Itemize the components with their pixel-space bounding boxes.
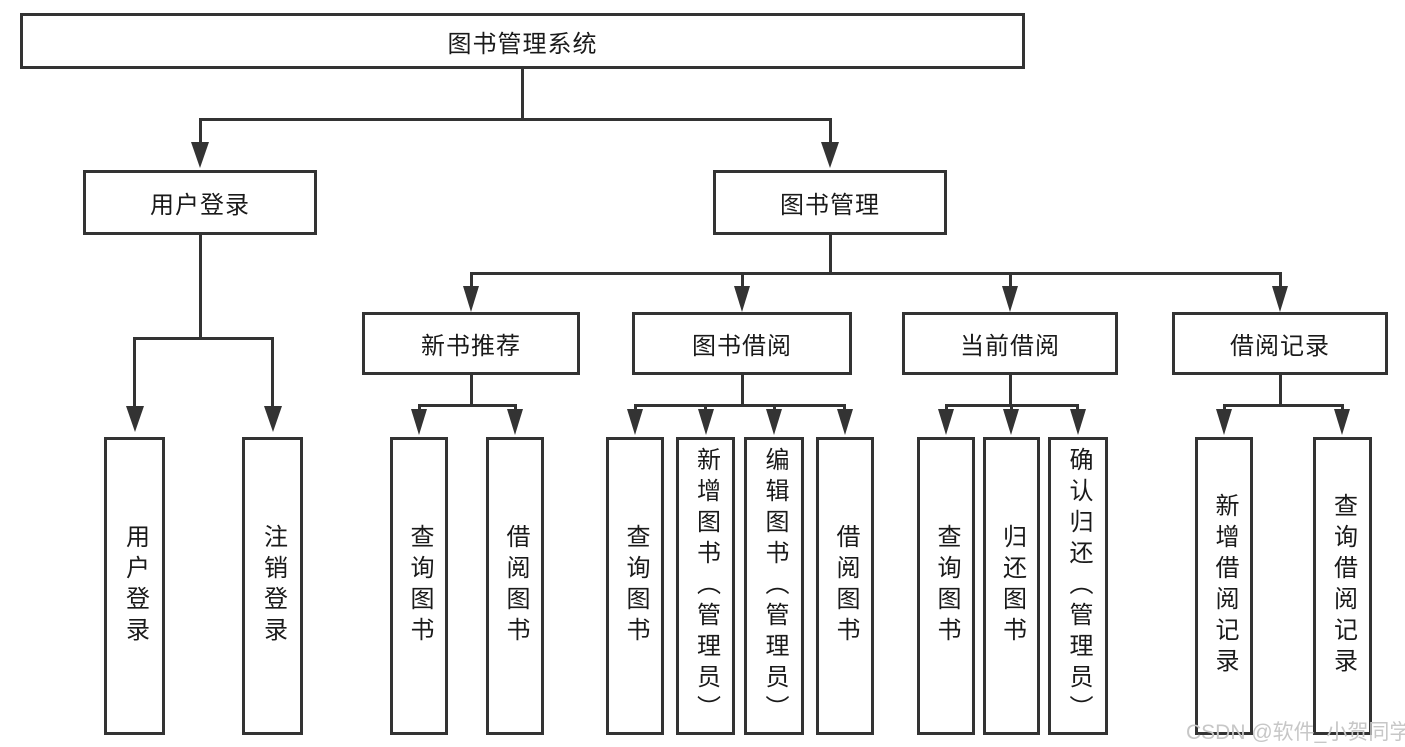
arrowhead-down-icon: [463, 286, 479, 312]
node-label: 注销登录: [259, 524, 287, 648]
arrowhead-down-icon: [1002, 286, 1018, 312]
arrowhead-down-icon: [734, 286, 750, 312]
connector-line: [773, 404, 776, 412]
connector-line: [470, 375, 473, 405]
node-label: 新增图书（管理员）: [692, 446, 720, 726]
node-label: 当前借阅: [960, 333, 1060, 360]
connector-line: [199, 118, 202, 144]
node-label: 确认归还（管理员）: [1065, 446, 1092, 726]
node-label: 借阅图书: [502, 524, 529, 648]
node-book-borrowing: 图书借阅: [632, 312, 852, 375]
node-library-management-system: 图书管理系统: [20, 13, 1025, 69]
arrowhead-down-icon: [938, 409, 954, 435]
node-query-books-borrow: 查询图书: [606, 437, 664, 735]
node-label: 图书管理: [780, 192, 880, 219]
connector-line: [1341, 404, 1344, 412]
connector-line: [945, 404, 948, 412]
arrowhead-down-icon: [1272, 286, 1288, 312]
node-label: 用户登录: [150, 192, 250, 219]
connector-line: [418, 404, 421, 412]
connector-line: [133, 337, 274, 340]
node-label: 查询图书: [622, 524, 649, 648]
node-borrowing-records: 借阅记录: [1172, 312, 1388, 375]
arrowhead-down-icon: [837, 409, 853, 435]
connector-line: [704, 404, 707, 412]
node-label: 查询图书: [933, 524, 960, 648]
node-label: 查询借阅记录: [1329, 493, 1357, 679]
connector-line: [1279, 272, 1282, 288]
node-book-management: 图书管理: [713, 170, 947, 235]
node-logout: 注销登录: [242, 437, 303, 735]
arrowhead-down-icon: [411, 409, 427, 435]
connector-line: [843, 404, 846, 412]
arrowhead-down-icon: [126, 406, 144, 432]
arrowhead-down-icon: [821, 142, 839, 168]
connector-line: [1009, 272, 1012, 288]
node-label: 新书推荐: [421, 333, 521, 360]
arrowhead-down-icon: [1070, 409, 1086, 435]
arrowhead-down-icon: [627, 409, 643, 435]
connector-line: [199, 118, 831, 121]
csdn-watermark: CSDN @软件_小贺同学: [1186, 721, 1405, 744]
node-user-login: 用户登录: [83, 170, 317, 235]
connector-line: [133, 337, 136, 408]
arrowhead-down-icon: [698, 409, 714, 435]
node-label: 图书借阅: [692, 333, 792, 360]
node-edit-books-admin: 编辑图书（管理员）: [744, 437, 804, 735]
connector-line: [741, 375, 744, 405]
connector-line: [199, 235, 202, 337]
node-label: 归还图书: [998, 524, 1026, 648]
connector-line: [1223, 404, 1344, 407]
arrowhead-down-icon: [264, 406, 282, 432]
connector-line: [521, 69, 524, 118]
node-query-borrow-record: 查询借阅记录: [1313, 437, 1372, 735]
node-current-borrowing: 当前借阅: [902, 312, 1118, 375]
connector-line: [514, 404, 517, 412]
arrowhead-down-icon: [1003, 409, 1019, 435]
node-add-borrow-record: 新增借阅记录: [1195, 437, 1253, 735]
arrowhead-down-icon: [1216, 409, 1232, 435]
node-label: 新增借阅记录: [1211, 493, 1238, 679]
connector-line: [470, 272, 1282, 275]
connector-line: [470, 272, 473, 288]
connector-line: [271, 337, 274, 408]
connector-line: [1223, 404, 1226, 412]
node-label: 用户登录: [121, 524, 149, 648]
node-query-books-recommend: 查询图书: [390, 437, 448, 735]
node-label: 借阅图书: [832, 524, 859, 648]
node-return-books: 归还图书: [983, 437, 1040, 735]
arrowhead-down-icon: [191, 142, 209, 168]
node-user-login-action: 用户登录: [104, 437, 165, 735]
arrowhead-down-icon: [507, 409, 523, 435]
node-borrow-books-recommend: 借阅图书: [486, 437, 544, 735]
arrowhead-down-icon: [1334, 409, 1350, 435]
node-borrow-books: 借阅图书: [816, 437, 874, 735]
connector-line: [634, 404, 846, 407]
node-label: 编辑图书（管理员）: [761, 446, 788, 726]
connector-line: [634, 404, 637, 412]
connector-line: [1279, 375, 1282, 405]
connector-line: [829, 118, 832, 144]
connector-line: [829, 235, 832, 272]
node-new-book-recommendation: 新书推荐: [362, 312, 580, 375]
node-label: 借阅记录: [1230, 333, 1330, 360]
connector-line: [1009, 375, 1012, 405]
arrowhead-down-icon: [766, 409, 782, 435]
connector-line: [1076, 404, 1079, 412]
node-label: 查询图书: [406, 524, 433, 648]
node-label: 图书管理系统: [447, 30, 598, 58]
connector-line: [418, 404, 516, 407]
connector-line: [1010, 404, 1013, 412]
node-add-books-admin: 新增图书（管理员）: [676, 437, 735, 735]
node-confirm-return-admin: 确认归还（管理员）: [1048, 437, 1108, 735]
connector-line: [741, 272, 744, 288]
node-query-books-current: 查询图书: [917, 437, 975, 735]
